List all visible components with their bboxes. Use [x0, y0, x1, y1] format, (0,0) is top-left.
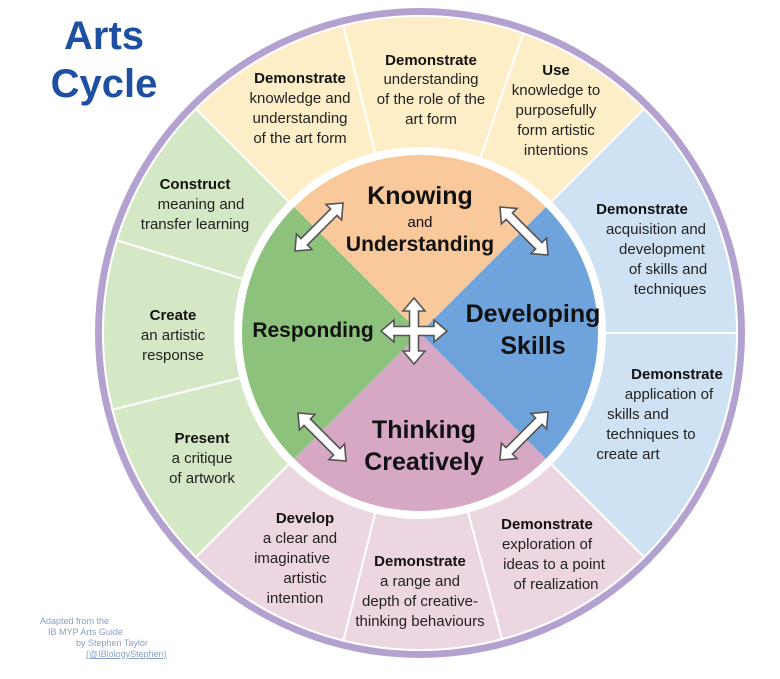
segment-left1: Present a critique of artwork: [169, 430, 235, 487]
credit-note: Adapted from the IB MYP Arts Guide by St…: [40, 616, 190, 660]
segment-bottom1-line: of realization: [513, 576, 598, 593]
segment-top3-line: purposefully: [516, 102, 597, 119]
segment-right2-line: application of: [625, 386, 714, 403]
inner-quadrants: [242, 155, 598, 512]
segment-left2: Create an artistic response: [141, 307, 206, 364]
segment-top1-heading: Demonstrate: [254, 70, 346, 87]
segment-left3-line: meaning and: [158, 196, 245, 213]
developing-skills: Skills: [500, 332, 565, 360]
credit-line: by Stephen Taylor: [76, 638, 148, 648]
segment-bottom3: Develop a clear and imaginative artistic…: [254, 510, 337, 607]
segment-right1-line: of skills and: [629, 261, 707, 278]
quadrant-thinking: [294, 333, 546, 512]
four-way-arrow-icon: [379, 296, 449, 366]
segment-left3-line: transfer learning: [141, 216, 249, 233]
segment-right2-line: techniques to: [606, 426, 695, 443]
thinking-creatively: Creatively: [364, 448, 484, 476]
quadrant-developing: [420, 207, 598, 459]
title-line1: Arts: [63, 14, 145, 58]
developing-label: Developing Skills: [466, 300, 601, 360]
segment-bottom3-line: a clear and: [263, 530, 337, 547]
segment-top2-line: art form: [405, 111, 457, 128]
quadrant-responding: [242, 207, 420, 459]
developing-title: Developing: [466, 300, 601, 328]
segment-top3-line: form artistic: [517, 122, 595, 139]
segment-bottom2-line: thinking behaviours: [355, 613, 484, 630]
segment-top2-line: of the role of the: [377, 91, 485, 108]
segment-right1-line: techniques: [634, 281, 707, 298]
segment-left2-heading: Create: [150, 307, 197, 324]
segment-top3-line: knowledge to: [512, 82, 600, 99]
title-line2: Cycle: [50, 62, 158, 106]
segment-bottom1-heading: Demonstrate: [501, 516, 593, 533]
segment-left3-heading: Construct: [160, 176, 231, 193]
responding-label: Responding: [252, 319, 373, 342]
segment-bottom1: Demonstrate exploration of ideas to a po…: [501, 516, 606, 593]
segment-top2: Demonstrate understanding of the role of…: [377, 52, 485, 128]
thinking-title: Thinking: [372, 416, 476, 444]
double-arrow-icon: [499, 206, 549, 256]
segment-top3-line: intentions: [524, 142, 588, 159]
double-arrow-icon: [499, 411, 549, 461]
segment-bottom2: Demonstrate a range and depth of creativ…: [355, 553, 484, 630]
segment-right2: Demonstrate application of skills and te…: [596, 366, 723, 463]
segment-bottom2-line: depth of creative-: [362, 593, 478, 610]
segment-bottom1-line: ideas to a point: [503, 556, 606, 573]
segment-top1-line: understanding: [252, 110, 347, 127]
thinking-label: Thinking Creatively: [364, 416, 484, 476]
knowing-and: and: [407, 214, 432, 231]
segment-bottom3-line: imaginative: [254, 550, 330, 567]
credit-line: Adapted from the: [40, 616, 110, 626]
double-arrow-icon: [297, 412, 347, 462]
credit-link[interactable]: (@IBiologyStephen): [86, 649, 167, 659]
segment-right2-line: create art: [596, 446, 660, 463]
segment-top2-heading: Demonstrate: [385, 52, 477, 69]
arrows: [294, 202, 549, 462]
segment-top1: Demonstrate knowledge and understanding …: [250, 70, 351, 147]
double-arrow-icon: [294, 202, 344, 252]
segment-left1-heading: Present: [174, 430, 229, 447]
page-title: Arts Cycle: [34, 12, 174, 108]
knowing-label: Knowing and Understanding: [346, 182, 494, 256]
segment-top1-line: knowledge and: [250, 90, 351, 107]
segment-right2-line: skills and: [607, 406, 669, 423]
credit-line: IB MYP Arts Guide: [48, 627, 123, 637]
segment-left3: Construct meaning and transfer learning: [141, 176, 249, 233]
segment-left2-line: an artistic: [141, 327, 206, 344]
segment-bottom3-line: artistic: [283, 570, 327, 587]
segment-right2-heading: Demonstrate: [631, 366, 723, 383]
segment-bottom2-heading: Demonstrate: [374, 553, 466, 570]
segment-bottom2-line: a range and: [380, 573, 460, 590]
quadrant-knowing: [294, 155, 546, 333]
segment-top1-line: of the art form: [253, 130, 346, 147]
segment-bottom3-heading: Develop: [276, 510, 334, 527]
segment-right1-line: development: [619, 241, 706, 258]
knowing-title: Knowing: [367, 182, 473, 210]
segment-top3: Use knowledge to purposefully form artis…: [512, 62, 600, 159]
segment-right1-line: acquisition and: [606, 221, 706, 238]
segment-top2-line: understanding: [383, 71, 478, 88]
segment-left1-line: of artwork: [169, 470, 235, 487]
segment-left1-line: a critique: [172, 450, 233, 467]
segment-right1: Demonstrate acquisition and development …: [596, 201, 707, 298]
segment-top3-heading: Use: [542, 62, 570, 79]
segment-right1-heading: Demonstrate: [596, 201, 688, 218]
knowing-understanding: Understanding: [346, 233, 494, 256]
segment-left2-line: response: [142, 347, 204, 364]
segment-bottom3-line: intention: [267, 590, 324, 607]
segment-bottom1-line: exploration of: [502, 536, 593, 553]
